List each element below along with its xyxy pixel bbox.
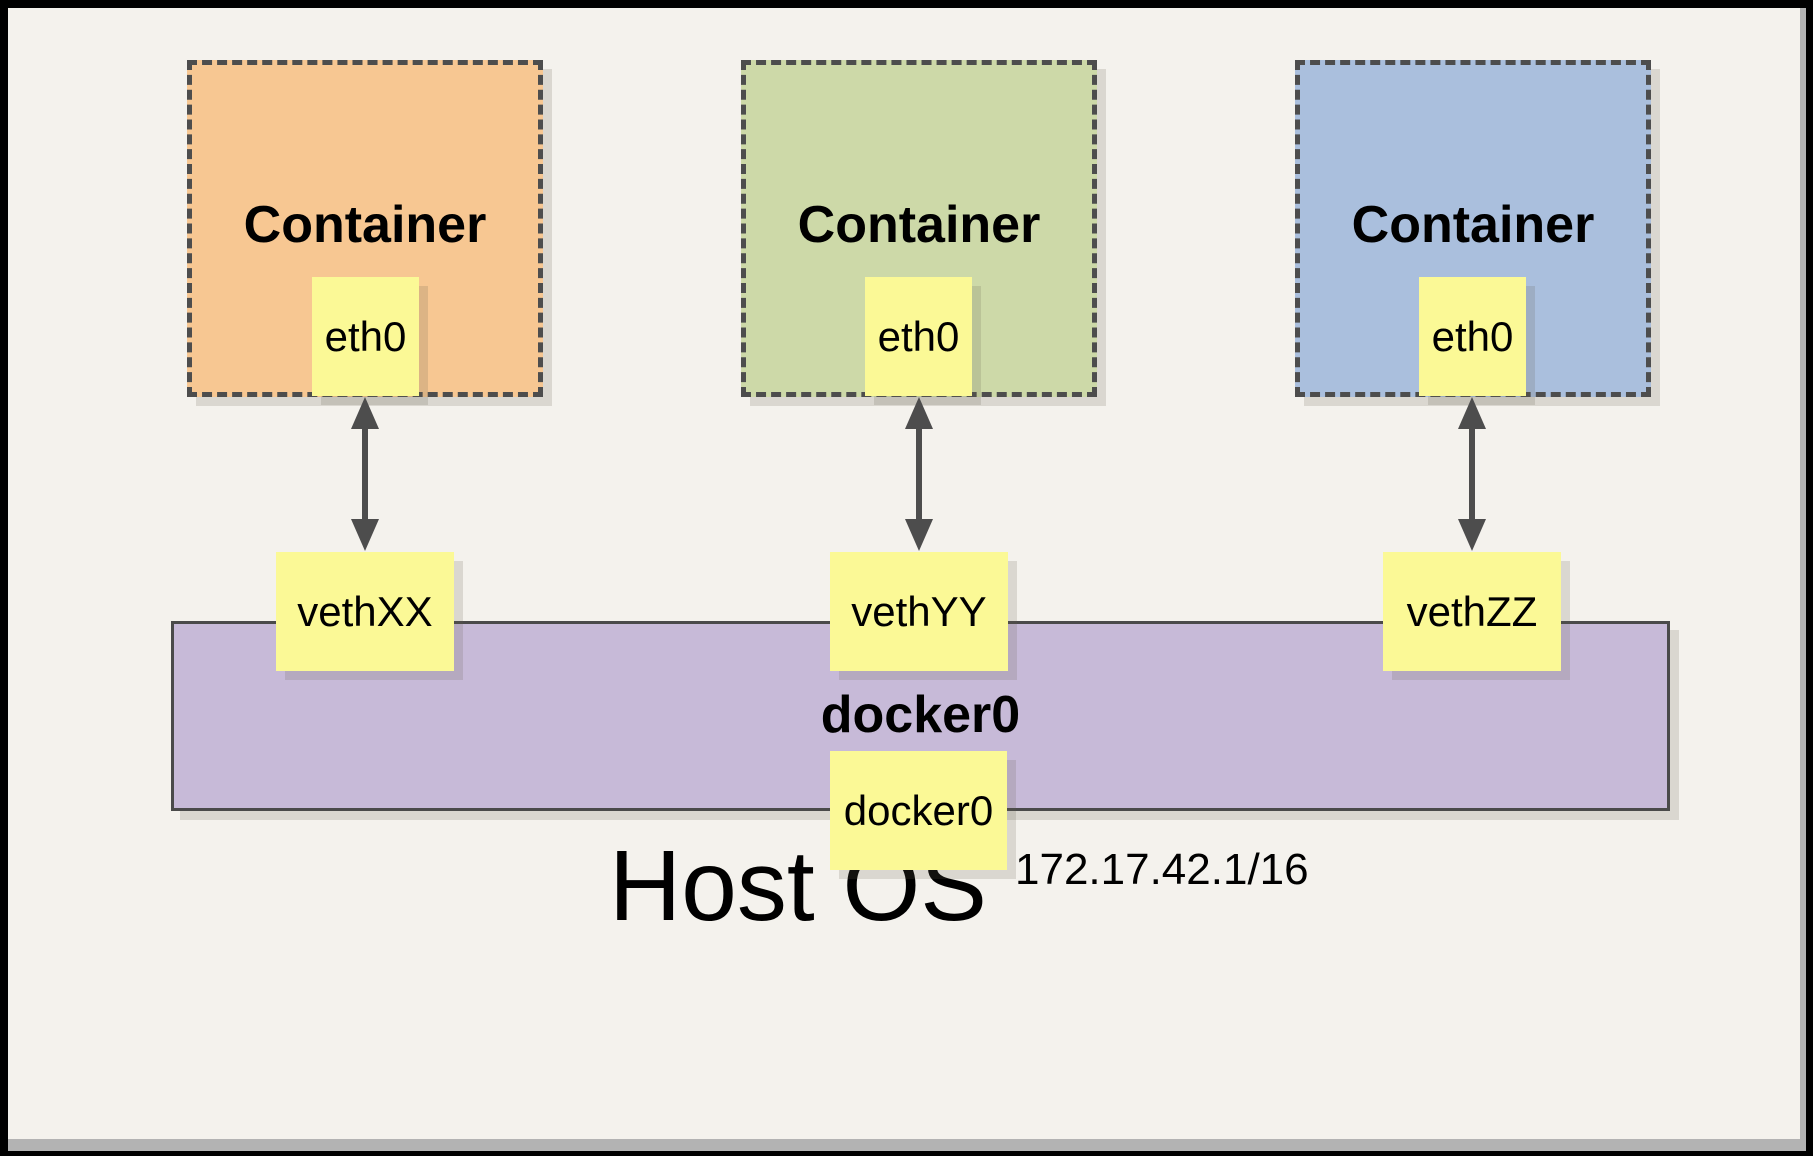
vethzz-box: vethZZ xyxy=(1383,552,1561,671)
veth-link-arrow-icon xyxy=(905,397,933,551)
eth0-box-1: eth0 xyxy=(312,277,419,396)
container-label: Container xyxy=(797,196,1041,254)
diagram-page: Container Container Container eth0 eth0 … xyxy=(8,8,1800,1139)
eth0-box-3: eth0 xyxy=(1419,277,1526,396)
container-label: Container xyxy=(1351,196,1595,254)
bridge-ip-label: 172.17.42.1/16 xyxy=(1015,845,1309,894)
vethyy-box: vethYY xyxy=(830,552,1008,671)
veth-link-arrow-icon xyxy=(351,397,379,551)
eth0-box-2: eth0 xyxy=(865,277,972,396)
veth-link-arrow-icon xyxy=(1458,397,1486,551)
docker0-bridge-label: docker0 xyxy=(820,686,1021,744)
docker0-interface-box: docker0 xyxy=(830,751,1007,870)
page-mat: Container Container Container eth0 eth0 … xyxy=(8,8,1806,1151)
container-label: Container xyxy=(243,196,487,254)
vethxx-box: vethXX xyxy=(276,552,454,671)
